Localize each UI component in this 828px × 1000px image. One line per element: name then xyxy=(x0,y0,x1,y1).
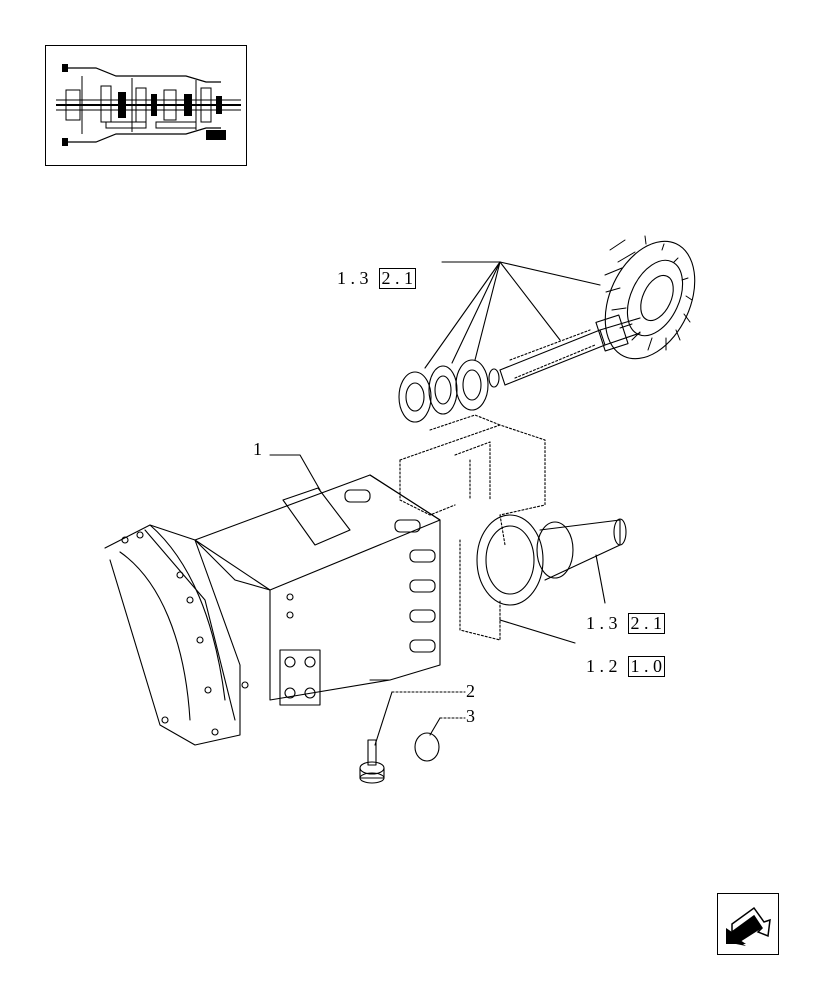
reference-top[interactable]: 1 . 3 2 . 1 xyxy=(328,248,416,289)
leader-parts-2-3 xyxy=(391,691,466,719)
bearing-set xyxy=(398,359,500,423)
leader-mid-ref xyxy=(595,554,606,604)
leader-low-ref xyxy=(499,619,576,644)
spur-gear xyxy=(476,514,627,606)
transmission-overview-icon xyxy=(56,64,241,146)
reference-top-boxed: 2 . 1 xyxy=(378,268,416,289)
pinion-shaft xyxy=(499,314,641,386)
return-nav-button[interactable] xyxy=(717,893,779,955)
callout-part-3: 3 xyxy=(466,706,475,726)
leader-lines-top xyxy=(424,261,601,369)
bevel-ring-gear xyxy=(604,235,696,360)
leader-part-1 xyxy=(269,454,321,491)
reference-low-boxed: 1 . 0 xyxy=(627,656,665,677)
reference-mid-plain: 1 . 3 xyxy=(586,613,618,633)
reference-top-plain: 1 . 3 xyxy=(337,268,369,288)
transmission-housing xyxy=(104,474,441,746)
reference-mid-boxed: 2 . 1 xyxy=(627,613,665,634)
reference-low-plain: 1 . 2 xyxy=(586,656,618,676)
reference-mid[interactable]: 1 . 3 2 . 1 xyxy=(577,593,665,634)
overview-thumbnail[interactable] xyxy=(45,45,247,166)
plug-screw xyxy=(359,739,385,784)
return-arrow-icon xyxy=(726,906,771,946)
callout-part-1: 1 xyxy=(253,439,262,459)
cap-plug xyxy=(414,732,440,762)
callout-part-2: 2 xyxy=(466,681,475,701)
rear-housing xyxy=(399,414,546,641)
reference-low[interactable]: 1 . 2 1 . 0 xyxy=(577,636,665,677)
